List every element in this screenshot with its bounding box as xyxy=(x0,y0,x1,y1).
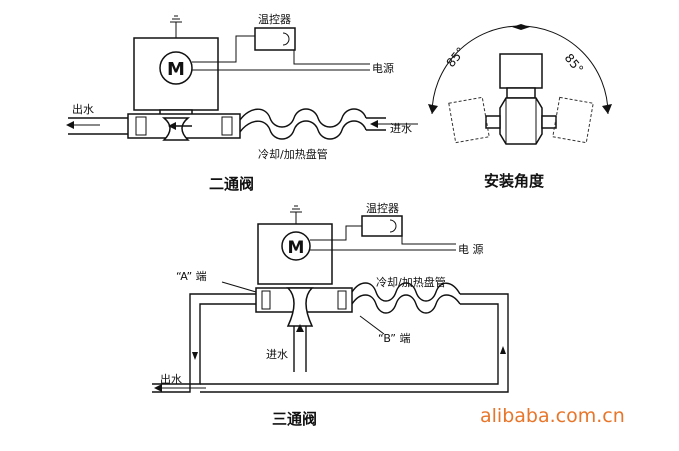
power-label: 电 源 xyxy=(458,242,484,256)
motor-icon xyxy=(159,51,193,85)
three-way-valve-diagram: M 温控器 电 源 “A” 端 “B” 端 xyxy=(152,201,509,428)
right-angle-label: 85° xyxy=(562,51,586,76)
outlet-arrow-icon xyxy=(154,384,162,392)
flow-arrow-icon xyxy=(296,324,304,332)
ground-icon xyxy=(290,205,302,224)
inlet-arrow-icon xyxy=(370,120,378,128)
install-angle-title: 安装角度 xyxy=(484,172,545,190)
outlet-label: 出水 xyxy=(160,372,182,386)
inlet-label: 进水 xyxy=(390,122,412,135)
flow-arrow-icon xyxy=(168,122,176,130)
coil-label: 冷却/加热盘管 xyxy=(376,275,446,289)
dial-icon xyxy=(389,219,397,233)
center-actuator xyxy=(499,53,543,89)
right-tilt-position xyxy=(552,96,594,144)
coil-lower xyxy=(239,120,367,140)
thermostat-box xyxy=(361,215,403,237)
motor-label: M xyxy=(288,238,305,258)
flow-arrow-icon xyxy=(500,346,506,354)
inlet-label: 进水 xyxy=(266,348,288,361)
coil-upper xyxy=(239,108,367,128)
two-way-title: 二通阀 xyxy=(209,175,254,193)
dial-icon xyxy=(282,32,290,46)
thermostat-label: 温控器 xyxy=(366,201,399,215)
motor-icon xyxy=(281,231,311,261)
coil-label: 冷却/加热盘管 xyxy=(258,147,328,161)
port-b-label: “B” 端 xyxy=(378,332,411,345)
ground-icon xyxy=(170,15,182,38)
install-angle-diagram: 85° 85° 安装角度 xyxy=(428,24,612,190)
three-way-title: 三通阀 xyxy=(272,410,317,428)
left-tilt-position xyxy=(448,96,490,144)
coil-upper xyxy=(351,282,461,302)
motor-label: M xyxy=(167,59,185,80)
two-way-valve-diagram: M 温控器 电源 出水 进水 冷却/加热盘管 xyxy=(66,12,418,193)
outlet-label: 出水 xyxy=(72,102,94,116)
valve-hex-body xyxy=(499,97,543,145)
left-angle-label: 85° xyxy=(444,45,468,70)
outlet-arrow-icon xyxy=(66,121,74,129)
power-label: 电源 xyxy=(372,61,394,75)
watermark-text: alibaba.com.cn xyxy=(480,405,625,427)
flow-arrow-icon xyxy=(192,352,198,360)
coil-lower xyxy=(351,294,461,314)
valve-core xyxy=(286,287,314,327)
thermostat-label: 温控器 xyxy=(258,12,291,26)
port-a-label: “A” 端 xyxy=(176,270,207,283)
